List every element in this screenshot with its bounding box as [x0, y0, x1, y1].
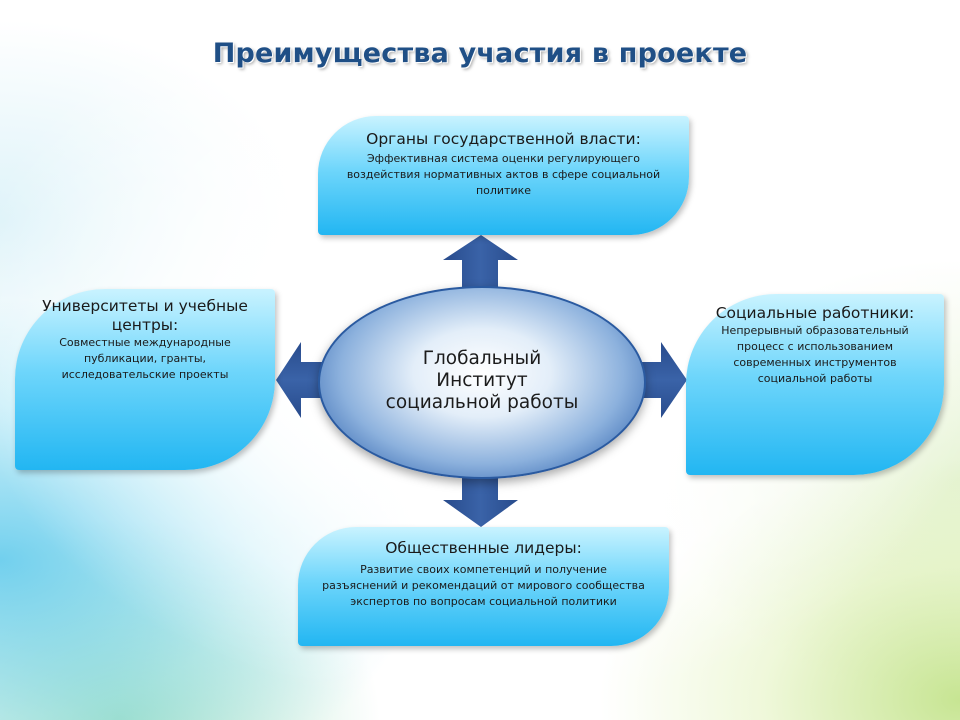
box-universities-body: Совместные международные публикации, гра…: [59, 336, 231, 381]
arrow-down: [443, 474, 518, 527]
box-public-leaders-body: Развитие своих компетенций и получение р…: [322, 563, 645, 608]
box-social-workers: Социальные работники: Непрерывный образо…: [686, 294, 944, 475]
box-government-body: Эффективная система оценки регулирующего…: [346, 152, 661, 197]
page-title: Преимущества участия в проекте: [212, 38, 748, 69]
box-government: Органы государственной власти: Эффективн…: [318, 116, 689, 235]
box-universities-heading: Университеты и учебные центры:: [42, 297, 248, 334]
box-government-heading: Органы государственной власти:: [366, 130, 641, 148]
box-public-leaders: Общественные лидеры: Развитие своих комп…: [298, 527, 669, 646]
box-social-workers-body: Непрерывный образовательный процесс с ис…: [721, 324, 909, 385]
box-public-leaders-heading: Общественные лидеры:: [385, 539, 582, 557]
arrow-up: [443, 235, 518, 296]
center-label: Глобальный Институт социальной работы: [385, 347, 579, 413]
box-universities: Университеты и учебные центры: Совместны…: [15, 289, 275, 470]
arrow-right: [636, 342, 687, 418]
box-social-workers-heading: Социальные работники:: [715, 304, 915, 322]
center-ellipse: Глобальный Институт социальной работы: [318, 286, 646, 479]
arrow-left: [276, 342, 330, 418]
